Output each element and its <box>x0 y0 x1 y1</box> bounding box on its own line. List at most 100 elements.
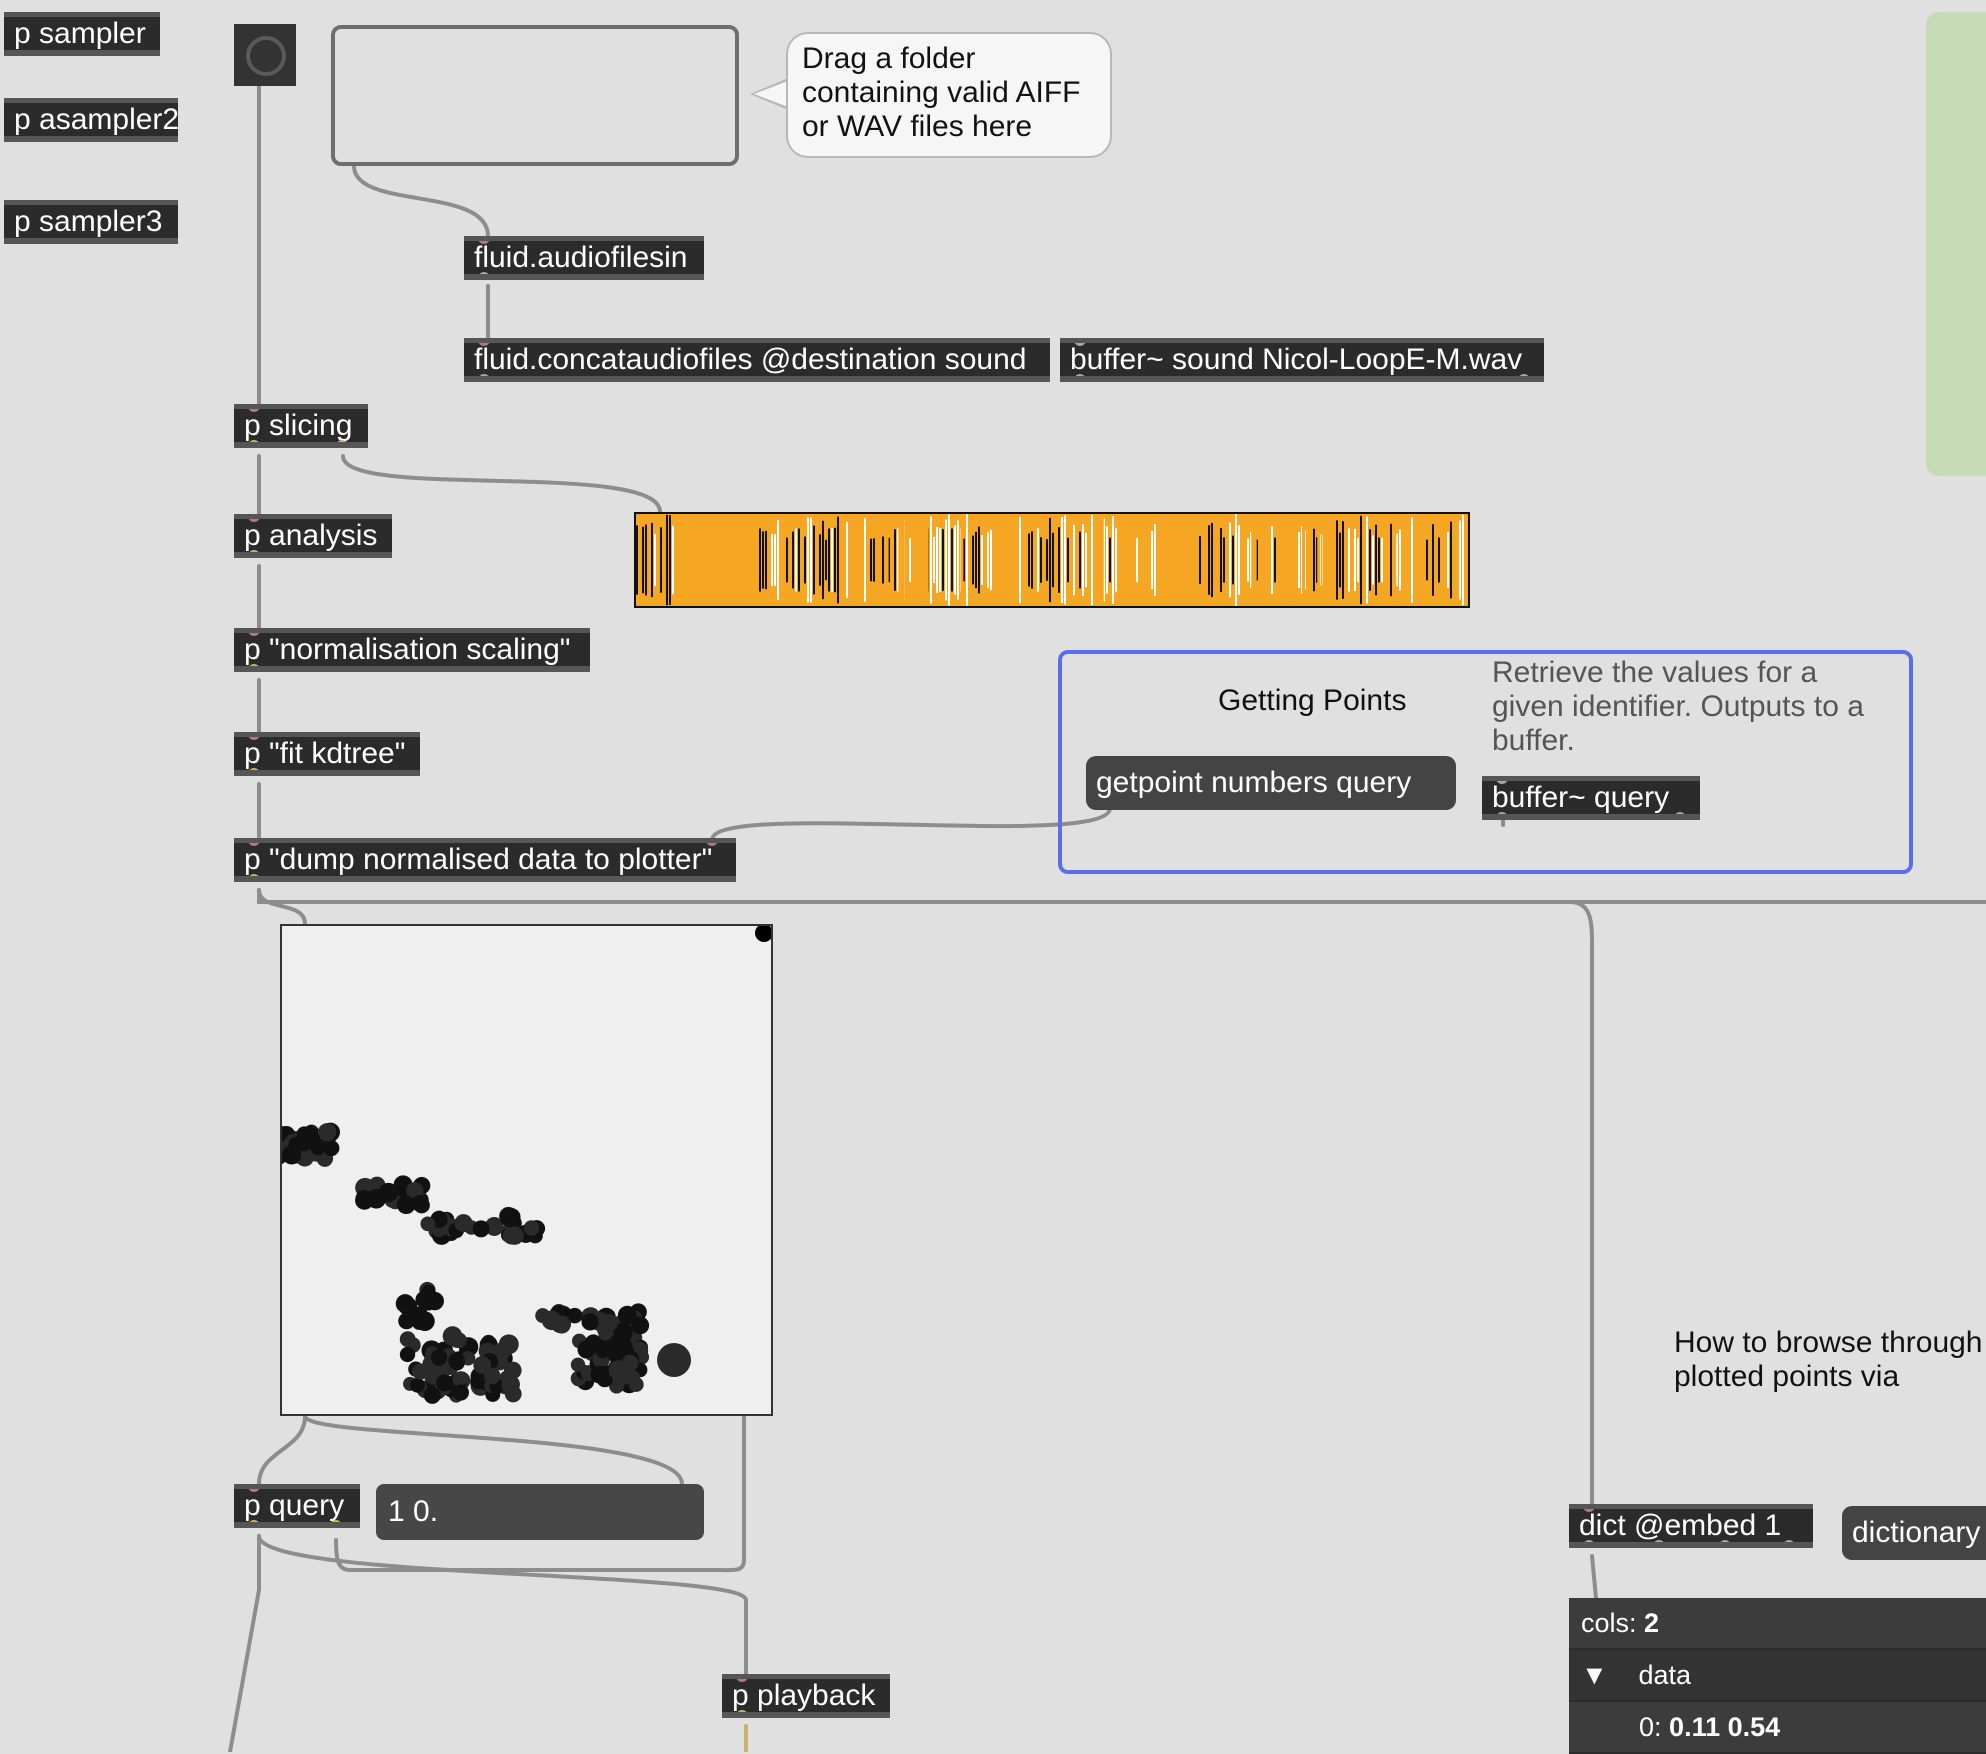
subpatcher-sampler3[interactable]: p sampler3 <box>4 200 178 244</box>
outlet[interactable] <box>248 440 260 442</box>
plot-point <box>317 1123 337 1142</box>
waveform-bar <box>771 533 773 587</box>
outlet[interactable] <box>248 550 260 552</box>
inlet[interactable] <box>248 737 260 740</box>
plot-point <box>501 1375 520 1394</box>
waveform-bar <box>972 535 974 585</box>
object-fluid-concataudiofiles[interactable]: fluid.concataudiofiles @destination soun… <box>464 338 1050 382</box>
number-message[interactable]: 1 0. <box>376 1484 704 1540</box>
waveform-bar <box>948 514 950 606</box>
subpatcher-fit-kdtree[interactable]: p "fit kdtree" <box>234 732 420 776</box>
dict-view[interactable]: cols: 2 ▼ data 0: 0.11 0.54 <box>1569 1598 1986 1754</box>
subpatcher-slicing[interactable]: p slicing <box>234 404 368 448</box>
outlet[interactable] <box>336 440 348 442</box>
object-label: buffer~ query <box>1492 781 1670 814</box>
outlet[interactable] <box>1583 1540 1595 1542</box>
slice-marker <box>1251 514 1255 606</box>
inlet[interactable] <box>1074 343 1086 346</box>
plot-point <box>609 1378 625 1394</box>
waveform-bar <box>987 532 989 588</box>
inlet[interactable] <box>478 241 490 244</box>
outlet[interactable] <box>248 768 260 770</box>
waveform-bar <box>1223 537 1225 583</box>
waveform-bar <box>1040 537 1042 583</box>
waveform-display[interactable] <box>634 512 1470 608</box>
triangle-down-icon[interactable]: ▼ <box>1581 1660 1608 1690</box>
toggle-button[interactable] <box>234 24 296 86</box>
inlet[interactable] <box>706 843 718 846</box>
outlet[interactable] <box>1674 812 1686 814</box>
plot-point <box>454 1214 473 1233</box>
file-drop-zone[interactable] <box>331 25 739 166</box>
subpatcher-dump-normalised-data[interactable]: p "dump normalised data to plotter" <box>234 838 736 882</box>
waveform-bar <box>1115 528 1117 592</box>
outlet[interactable] <box>1783 1540 1795 1542</box>
object-label: fluid.audiofilesin <box>474 241 688 274</box>
waveform-bar <box>888 537 890 583</box>
inlet[interactable] <box>248 1489 260 1492</box>
outlet[interactable] <box>1074 374 1086 376</box>
waveform-bar <box>1109 537 1111 583</box>
fluid-plotter[interactable] <box>280 924 773 1416</box>
plot-point <box>282 1145 302 1165</box>
waveform-bar <box>759 528 761 592</box>
waveform-bar <box>1031 531 1033 589</box>
waveform-bar <box>1073 524 1075 596</box>
subpatcher-asampler2[interactable]: p asampler2 <box>4 98 178 142</box>
inlet[interactable] <box>248 633 260 636</box>
waveform-bar <box>669 515 671 605</box>
inlet[interactable] <box>1583 1509 1595 1512</box>
waveform-bar <box>1447 532 1449 588</box>
waveform-bar <box>1301 526 1303 594</box>
getpoint-message[interactable]: getpoint numbers query <box>1086 756 1456 810</box>
outlet[interactable] <box>736 1710 748 1712</box>
object-fluid-audiofilesin[interactable]: fluid.audiofilesin <box>464 236 704 280</box>
subpatcher-normalisation-scaling[interactable]: p "normalisation scaling" <box>234 628 590 672</box>
dict-row0-value: 0.11 0.54 <box>1669 1712 1781 1742</box>
object-buffer-query[interactable]: buffer~ query <box>1482 776 1700 820</box>
outlet[interactable] <box>330 1520 342 1522</box>
plot-point <box>411 1194 430 1213</box>
outlet[interactable] <box>248 1520 260 1522</box>
outlet[interactable] <box>1719 1540 1731 1542</box>
inlet[interactable] <box>248 409 260 412</box>
object-label: p "fit kdtree" <box>244 737 406 770</box>
inlet[interactable] <box>248 519 260 522</box>
object-dict-embed[interactable]: dict @embed 1 <box>1569 1504 1813 1548</box>
dict-data-row[interactable]: ▼ data <box>1569 1650 1986 1702</box>
outlet[interactable] <box>478 272 490 274</box>
inlet[interactable] <box>736 1679 748 1682</box>
slice-marker <box>1443 514 1447 606</box>
dictionary-button[interactable]: dictionary <box>1842 1506 1986 1560</box>
plot-point <box>483 1367 501 1385</box>
waveform-bar <box>942 529 944 591</box>
inlet[interactable] <box>248 843 260 846</box>
outlet[interactable] <box>1653 1540 1665 1542</box>
outlet[interactable] <box>248 874 260 876</box>
outlet[interactable] <box>1496 812 1508 814</box>
waveform-bar <box>792 531 794 589</box>
waveform-bar <box>1079 531 1081 589</box>
waveform-bar <box>1348 528 1350 592</box>
plot-point <box>523 1220 540 1236</box>
plot-point <box>378 1182 399 1203</box>
waveform-bar <box>975 531 977 589</box>
inlet[interactable] <box>478 343 490 346</box>
outlet[interactable] <box>248 664 260 666</box>
outlet[interactable] <box>478 374 490 376</box>
outlet[interactable] <box>1518 374 1530 376</box>
dict-row-0: 0: 0.11 0.54 <box>1569 1702 1986 1754</box>
dict-cols-row: cols: 2 <box>1569 1598 1986 1650</box>
subpatcher-playback[interactable]: p playback <box>722 1674 890 1718</box>
dict-cols-label: cols: <box>1581 1608 1637 1638</box>
subpatcher-sampler[interactable]: p sampler <box>4 12 160 56</box>
plot-point-highlight <box>657 1343 691 1377</box>
inlet[interactable] <box>1496 781 1508 784</box>
waveform-bar <box>1247 538 1249 582</box>
object-buffer-sound[interactable]: buffer~ sound Nicol-LoopE-M.wav <box>1060 338 1544 382</box>
dict-cols-value: 2 <box>1644 1608 1660 1638</box>
subpatcher-query[interactable]: p query <box>234 1484 360 1528</box>
waveform-bar <box>819 534 821 586</box>
subpatcher-analysis[interactable]: p analysis <box>234 514 392 558</box>
plot-point <box>625 1369 640 1385</box>
